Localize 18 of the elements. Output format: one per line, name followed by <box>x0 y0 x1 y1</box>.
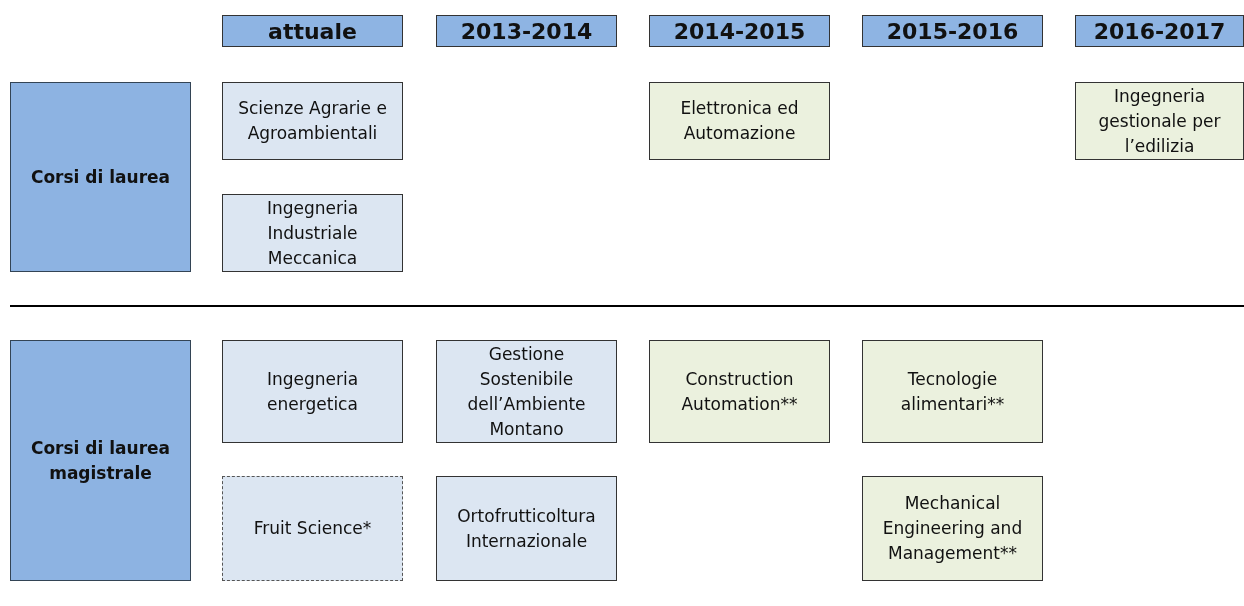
course-box: Elettronica ed Automazione <box>649 82 830 160</box>
course-box: Ingegneria gestionale per l’edilizia <box>1075 82 1244 160</box>
year-header: 2015-2016 <box>862 15 1043 47</box>
course-box: Fruit Science* <box>222 476 403 581</box>
course-box: Ortofrutticoltura Internazionale <box>436 476 617 581</box>
year-header: 2013-2014 <box>436 15 617 47</box>
year-header: attuale <box>222 15 403 47</box>
course-box: Construction Automation** <box>649 340 830 443</box>
course-box: Gestione Sostenibile dell’Ambiente Montano <box>436 340 617 443</box>
year-header: 2016-2017 <box>1075 15 1244 47</box>
row-header: Corsi di laurea <box>10 82 191 272</box>
course-box: Ingegneria Industriale Meccanica <box>222 194 403 272</box>
row-header: Corsi di laurea magistrale <box>10 340 191 581</box>
course-box: Ingegneria energetica <box>222 340 403 443</box>
course-box: Scienze Agrarie e Agroambientali <box>222 82 403 160</box>
course-box: Tecnologie alimentari** <box>862 340 1043 443</box>
course-box: Mechanical Engineering and Management** <box>862 476 1043 581</box>
year-header: 2014-2015 <box>649 15 830 47</box>
